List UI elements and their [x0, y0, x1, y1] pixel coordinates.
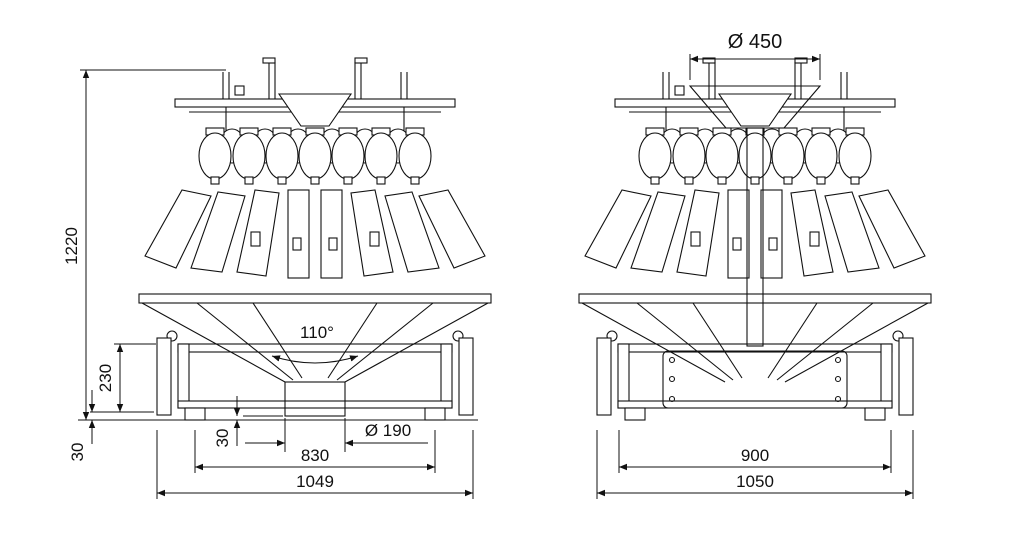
bolt-icon: [834, 395, 842, 403]
bolt-icon: [668, 395, 676, 403]
inlet-funnel: [688, 85, 822, 129]
dim-overall-height-label: 1220: [62, 227, 81, 265]
dim-frame-width-label: 830: [301, 446, 329, 465]
dim-inlet-diameter-label: Ø 450: [728, 31, 782, 53]
dim-overall-width-left: 1049: [156, 430, 474, 499]
dim-overall-width-left-label: 1049: [296, 472, 334, 491]
dim-base-height-label: 230: [96, 364, 115, 392]
dim-outlet-diameter-label: Ø 190: [365, 421, 411, 440]
dim-discharge-angle-label: 110°: [300, 323, 334, 342]
dim-ground-clearance-label: 30: [68, 443, 87, 462]
dim-base-width: 900: [618, 430, 892, 473]
left-machine-view: [78, 57, 492, 421]
dim-overall-width-right-label: 1050: [736, 472, 774, 491]
dim-base-width-label: 900: [741, 446, 769, 465]
multihead-weigher-body: [578, 57, 932, 421]
base-panel: [662, 350, 848, 409]
multihead-weigher-body: [138, 57, 492, 421]
dim-overall-width-right: 1050: [596, 430, 914, 499]
dim-frame-width: 830: [194, 430, 436, 473]
dim-outlet-diameter: Ø 190: [245, 418, 428, 452]
dim-overall-height: 1220: [62, 69, 226, 420]
dim-outlet-clearance: 30: [213, 396, 283, 447]
discharge-outlet: [284, 381, 346, 417]
dim-outlet-clearance-label: 30: [213, 429, 232, 448]
bolt-icon: [668, 375, 676, 383]
dim-inlet-diameter: Ø 450: [689, 31, 821, 80]
bolt-icon: [834, 375, 842, 383]
bolt-icon: [834, 356, 842, 364]
dim-ground-clearance: 30: [68, 390, 96, 462]
right-machine-view: [578, 57, 932, 421]
dim-discharge-angle: 110°: [271, 323, 359, 364]
bolt-icon: [668, 356, 676, 364]
dim-base-height: 230: [90, 343, 156, 413]
